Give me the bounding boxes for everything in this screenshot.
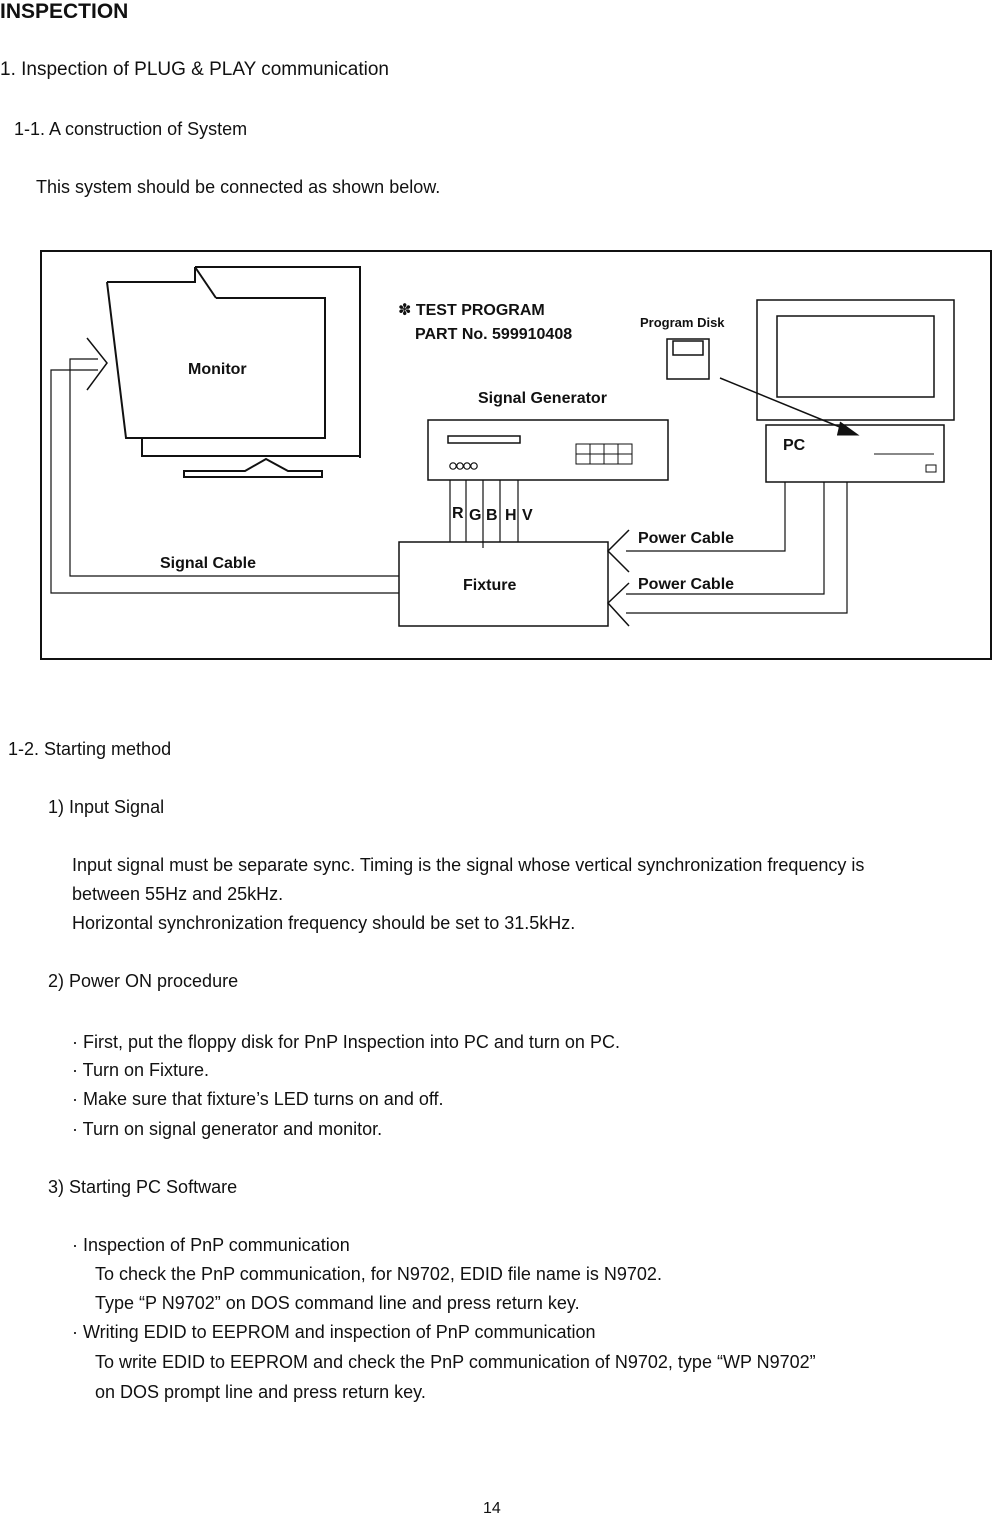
- system-diagram: ✽ TEST PROGRAM PART No. 599910408 Progra…: [40, 250, 992, 660]
- subsection-title: 1-2. Starting method: [8, 739, 172, 759]
- pc-box-shape: [765, 424, 945, 483]
- pc-monitor-shape: [756, 299, 955, 421]
- step-title: 2) Power ON procedure: [48, 971, 239, 991]
- page-number: 14: [483, 1500, 501, 1517]
- paragraph-line: Input signal must be separate sync. Timi…: [72, 855, 865, 875]
- signal-cable-label: Signal Cable: [160, 555, 257, 572]
- power-cable-label-2: Power Cable: [638, 576, 735, 593]
- subsection-title: 1-1. A construction of System: [14, 119, 248, 139]
- signal-v-label: V: [522, 507, 533, 524]
- power-cable-label-1: Power Cable: [638, 530, 735, 547]
- intro-text: This system should be connected as shown…: [36, 177, 441, 197]
- bullet-item: · Turn on Fixture.: [72, 1060, 210, 1080]
- rgbhv-lines: [449, 480, 519, 548]
- pc-label: PC: [783, 437, 806, 454]
- paragraph-line: Type “P N9702” on DOS command line and p…: [95, 1293, 580, 1313]
- bullet-item: · First, put the floppy disk for PnP Ins…: [72, 1032, 620, 1052]
- signal-h-label: H: [505, 507, 517, 524]
- paragraph-line: To write EDID to EEPROM and check the Pn…: [95, 1352, 816, 1372]
- page-heading: INSPECTION: [0, 0, 129, 23]
- diagram-drawing: [40, 250, 992, 660]
- step-title: 1) Input Signal: [48, 797, 165, 817]
- step-title: 3) Starting PC Software: [48, 1177, 238, 1197]
- signal-b-label: B: [486, 507, 498, 524]
- bullet-item: · Inspection of PnP communication: [72, 1235, 350, 1255]
- bullet-item: · Turn on signal generator and monitor.: [72, 1119, 383, 1139]
- section-title: 1. Inspection of PLUG & PLAY communicati…: [0, 59, 389, 80]
- part-number-label: PART No. 599910408: [415, 326, 573, 343]
- bullet-item: · Writing EDID to EEPROM and inspection …: [72, 1322, 596, 1342]
- monitor-label: Monitor: [188, 361, 247, 378]
- fixture-label: Fixture: [463, 577, 517, 594]
- test-program-label: ✽ TEST PROGRAM: [398, 302, 545, 319]
- paragraph-line: Horizontal synchronization frequency sho…: [72, 913, 576, 933]
- signal-g-label: G: [469, 507, 482, 524]
- signal-r-label: R: [452, 505, 464, 522]
- program-disk-label: Program Disk: [640, 315, 725, 330]
- monitor-shape: [106, 266, 361, 478]
- paragraph-line: To check the PnP communication, for N970…: [95, 1264, 662, 1284]
- diagram-frame: [40, 250, 992, 660]
- bullet-item: · Make sure that fixture’s LED turns on …: [72, 1089, 444, 1109]
- program-disk-shape: [666, 338, 710, 380]
- fixture-shape: [398, 541, 609, 627]
- signal-generator-label: Signal Generator: [478, 390, 607, 407]
- paragraph-line: between 55Hz and 25kHz.: [72, 884, 284, 904]
- signal-generator-shape: [427, 419, 669, 481]
- paragraph-line: on DOS prompt line and press return key.: [95, 1382, 426, 1402]
